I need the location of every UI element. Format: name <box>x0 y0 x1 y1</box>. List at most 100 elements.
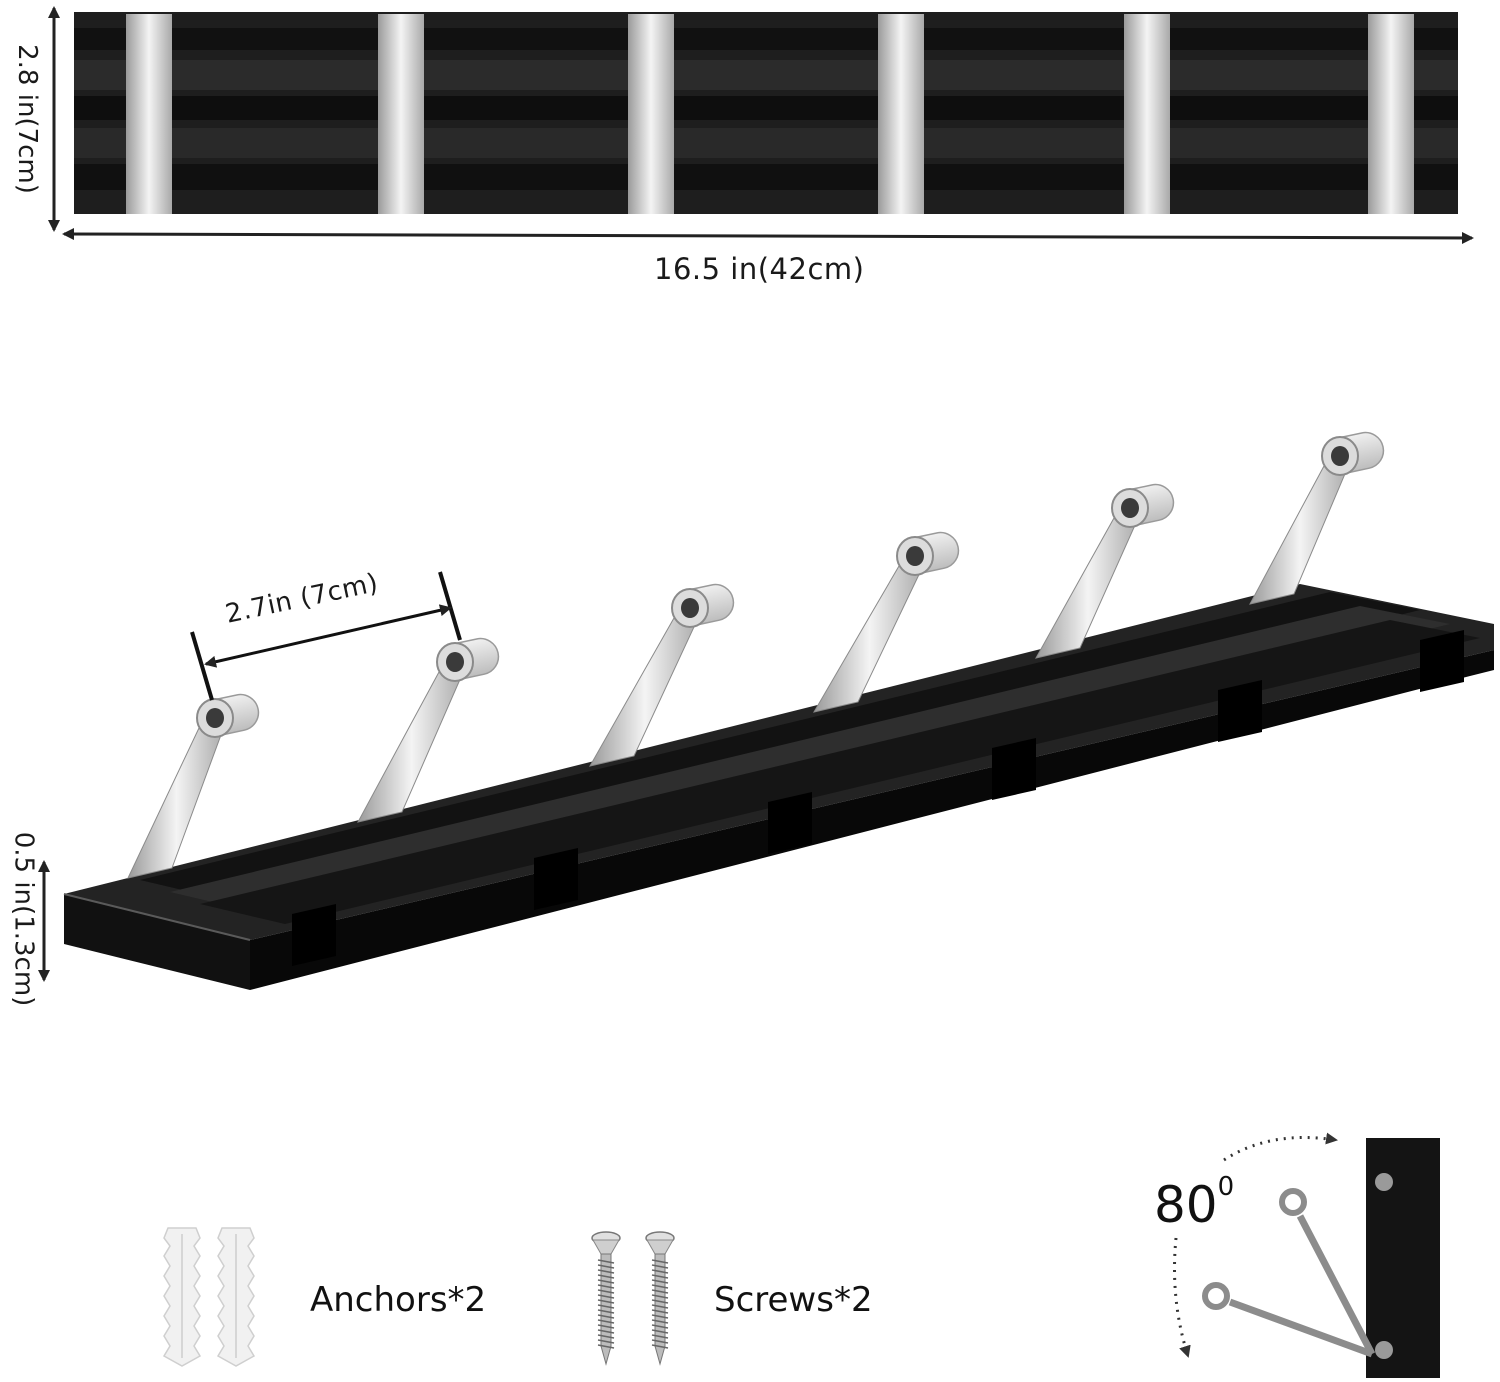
top-hook-plate <box>126 14 172 214</box>
thickness-label: 0.5 in(1.3cm) <box>8 831 39 1007</box>
fold-board <box>1366 1138 1440 1378</box>
screw <box>591 1231 621 1366</box>
screw-thread <box>651 1294 669 1299</box>
screw-thread <box>597 1274 615 1279</box>
hook-position-folded <box>1228 1298 1374 1358</box>
screw-thread <box>597 1259 615 1264</box>
perspective-hook <box>1249 431 1385 605</box>
screw-thread <box>651 1289 669 1294</box>
screw-thread <box>597 1339 615 1344</box>
screw-thread <box>651 1304 669 1309</box>
screw-thread <box>597 1304 615 1309</box>
top-board-stripe <box>74 28 1458 50</box>
screw-thread <box>651 1274 669 1279</box>
screw-thread <box>597 1344 615 1349</box>
hook-tube-hole <box>1121 498 1139 518</box>
screw-thread <box>597 1289 615 1294</box>
hook-tube-hole <box>906 546 924 566</box>
board-slot <box>292 904 336 966</box>
screw-thread <box>651 1309 669 1314</box>
screw <box>645 1231 675 1366</box>
screw-thread <box>597 1294 615 1299</box>
top-board-stripe <box>74 128 1458 158</box>
hook-tube-hole <box>446 652 464 672</box>
screw-thread <box>651 1339 669 1344</box>
perspective-hook <box>1035 483 1175 659</box>
screw-thread <box>651 1334 669 1339</box>
screw-thread <box>651 1324 669 1329</box>
screws-label: Screws*2 <box>714 1280 873 1320</box>
board-slot <box>534 848 578 910</box>
perspective-hook <box>127 693 260 879</box>
board-slot <box>992 738 1036 800</box>
top-board-stripe <box>74 60 1458 90</box>
hook-tube-hole <box>206 708 224 728</box>
screw-thread <box>651 1259 669 1264</box>
hook-arm <box>127 723 226 879</box>
fold-screw-bottom <box>1375 1341 1393 1359</box>
wall-anchor-icon <box>162 1227 256 1367</box>
screw-thread <box>651 1299 669 1304</box>
spacing-tick-right <box>438 571 462 641</box>
fold-arc-bottom <box>1173 1237 1191 1358</box>
fold-angle-value: 80 <box>1154 1176 1218 1234</box>
screw-thread <box>597 1329 615 1334</box>
fold-arc-top <box>1223 1132 1338 1162</box>
screw-neck <box>646 1239 674 1255</box>
top-hook-plate <box>628 14 674 214</box>
width-dimension-arrow <box>62 228 1474 244</box>
top-width-label: 16.5 in(42cm) <box>654 252 865 286</box>
hook-ring-open <box>1279 1188 1307 1216</box>
board-edge-highlight <box>63 893 251 941</box>
board-slot <box>1420 630 1464 692</box>
perspective-hook <box>812 531 960 713</box>
fold-screw-top <box>1375 1173 1393 1191</box>
board-stripe <box>200 620 1480 924</box>
top-height-label: 2.8 in(7cm) <box>11 44 42 194</box>
board-slot <box>768 792 812 854</box>
screw-thread <box>597 1264 615 1269</box>
screw-icon <box>591 1231 675 1366</box>
screw-thread <box>597 1279 615 1284</box>
top-hook-plate <box>1368 14 1414 214</box>
screw-thread <box>651 1279 669 1284</box>
top-view-board <box>74 12 1458 214</box>
hook-tube-hole <box>1331 446 1349 466</box>
board-end-face <box>64 894 250 990</box>
screw-thread <box>651 1264 669 1269</box>
screw-thread <box>651 1344 669 1349</box>
screw-thread <box>651 1314 669 1319</box>
spacing-tick-left <box>190 631 214 701</box>
hook-tube-hole <box>681 598 699 618</box>
degree-mark: 0 <box>1217 1172 1235 1202</box>
perspective-view <box>63 431 1494 990</box>
top-hook-plate <box>378 14 424 214</box>
screw-thread <box>597 1324 615 1329</box>
top-board-stripe <box>74 164 1458 190</box>
fold-angle-label: 800 <box>1154 1172 1234 1234</box>
screw-thread <box>597 1319 615 1324</box>
screw-thread <box>651 1329 669 1334</box>
hook-ring-folded <box>1202 1282 1230 1310</box>
hook-position-open <box>1296 1214 1376 1356</box>
perspective-hook <box>589 583 735 767</box>
anchors-label: Anchors*2 <box>310 1280 487 1320</box>
screw-thread <box>597 1309 615 1314</box>
screw-thread <box>651 1284 669 1289</box>
screw-thread <box>651 1269 669 1274</box>
spacing-dimension-arrow <box>204 604 452 668</box>
screw-neck <box>592 1239 620 1255</box>
top-board-stripe <box>74 96 1458 120</box>
screw-thread <box>597 1284 615 1289</box>
board-slot <box>1218 680 1262 742</box>
board-front-face <box>250 650 1494 990</box>
fold-angle-diagram <box>1173 1132 1440 1378</box>
top-hook-plate <box>878 14 924 214</box>
screw-thread <box>597 1269 615 1274</box>
hook-arm <box>1249 461 1351 605</box>
screw-thread <box>597 1334 615 1339</box>
screw-thread <box>651 1319 669 1324</box>
screw-thread <box>597 1314 615 1319</box>
